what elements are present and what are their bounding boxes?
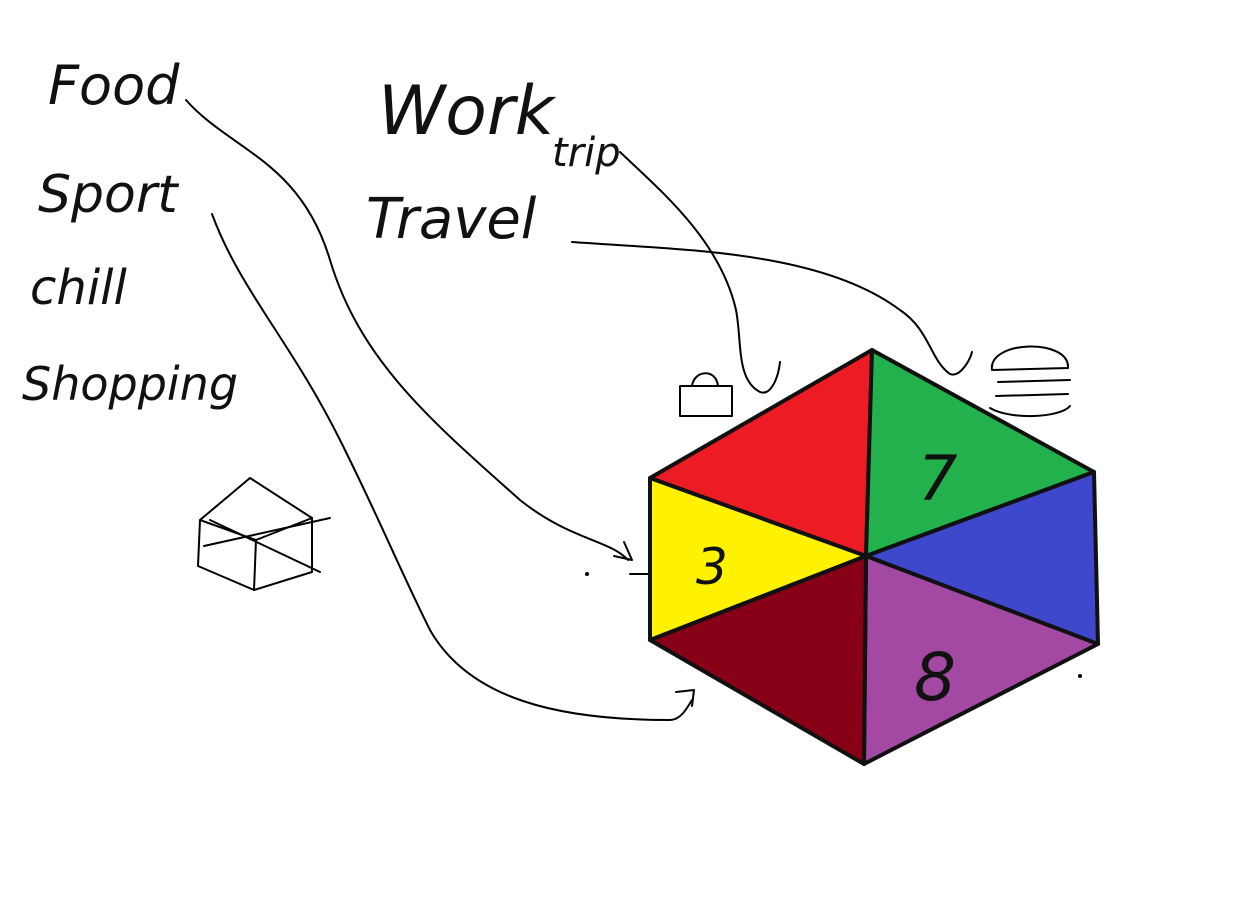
hexagon [648, 348, 1100, 766]
dot-left [585, 572, 589, 576]
label-work: Work [378, 72, 557, 151]
briefcase-icon [679, 372, 733, 417]
number-yellow: 3 [696, 538, 728, 596]
connector-sport [211, 213, 693, 721]
connector-food [185, 99, 629, 561]
label-sport: Sport [38, 165, 179, 225]
number-purple: 8 [914, 639, 956, 716]
number-green: 7 [918, 442, 957, 515]
connector-travel [571, 241, 973, 376]
label-travel: Travel [366, 187, 537, 252]
cube-icon [197, 477, 331, 591]
burger-icon [989, 345, 1071, 417]
label-food: Food [48, 54, 180, 117]
connector-sport-arrow [675, 689, 695, 707]
connector-work [619, 151, 781, 394]
segment-yellow [648, 476, 868, 642]
label-chill: chill [30, 260, 127, 316]
label-shopping: Shopping [22, 357, 238, 411]
label-trip: trip [552, 130, 621, 176]
connector-food-arrow [613, 541, 651, 575]
dot-right [1078, 674, 1082, 678]
